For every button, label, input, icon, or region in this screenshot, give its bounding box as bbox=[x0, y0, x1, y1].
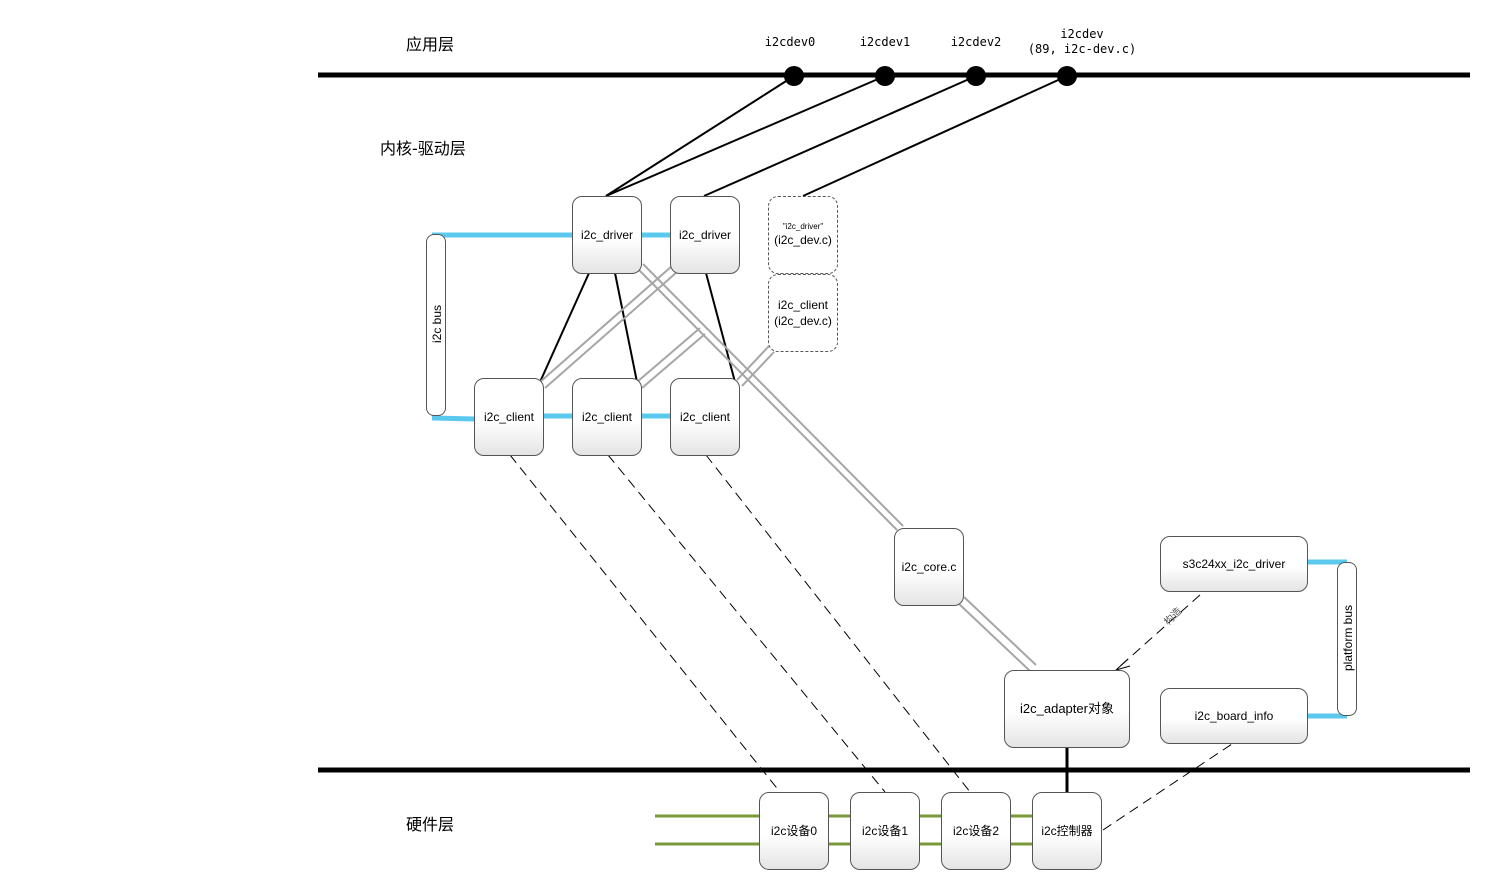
i2c-adapter-node[interactable]: i2c_adapter对象 bbox=[1004, 670, 1130, 748]
hw-device-node-0[interactable]: i2c设备0 bbox=[759, 792, 829, 870]
i2c-driver-node-1[interactable]: i2c_driver bbox=[670, 196, 740, 274]
platform-bus-bar bbox=[1337, 562, 1357, 716]
hw-device-node-1[interactable]: i2c设备1 bbox=[850, 792, 920, 870]
i2c-driver-node-0[interactable]: i2c_driver bbox=[572, 196, 642, 274]
port-connections bbox=[539, 75, 1069, 792]
hardware-mapping-lines bbox=[509, 454, 1233, 831]
i2c-client-node-2[interactable]: i2c_client bbox=[670, 378, 740, 456]
kernel-layer-label: 内核-驱动层 bbox=[380, 139, 466, 158]
i2c-controller-node[interactable]: i2c控制器 bbox=[1032, 792, 1102, 870]
port-label-i2cdev0: i2cdev0 bbox=[764, 35, 816, 49]
hw-device-node-2[interactable]: i2c设备2 bbox=[941, 792, 1011, 870]
bus-links bbox=[431, 232, 1347, 719]
hardware-layer-label: 硬件层 bbox=[406, 815, 455, 834]
i2c-dev-driver-node[interactable]: "i2c_driver" (i2c_dev.c) bbox=[768, 196, 838, 274]
port-label-i2cdev2: i2cdev2 bbox=[950, 35, 1002, 49]
i2c-bus-bar bbox=[426, 234, 446, 416]
i2c-client-node-0[interactable]: i2c_client bbox=[474, 378, 544, 456]
app-layer-label: 应用层 bbox=[406, 35, 455, 54]
core-links bbox=[539, 263, 1037, 672]
i2c-core-node[interactable]: i2c_core.c bbox=[894, 528, 964, 606]
port-label-i2cdev: i2cdev(89, i2c-dev.c) bbox=[1027, 27, 1137, 56]
platform-driver-node[interactable]: s3c24xx_i2c_driver bbox=[1160, 536, 1308, 592]
platform-bus-label: platform bus bbox=[1341, 604, 1355, 672]
port-dots bbox=[784, 66, 1077, 86]
i2c-client-node-1[interactable]: i2c_client bbox=[572, 378, 642, 456]
i2c-bus-label: i2c bus bbox=[430, 304, 444, 344]
construct-arrow-head bbox=[1115, 658, 1131, 671]
port-label-i2cdev1: i2cdev1 bbox=[859, 35, 911, 49]
i2c-dev-client-node[interactable]: i2c_client (i2c_dev.c) bbox=[768, 274, 838, 352]
board-info-node[interactable]: i2c_board_info bbox=[1160, 688, 1308, 744]
